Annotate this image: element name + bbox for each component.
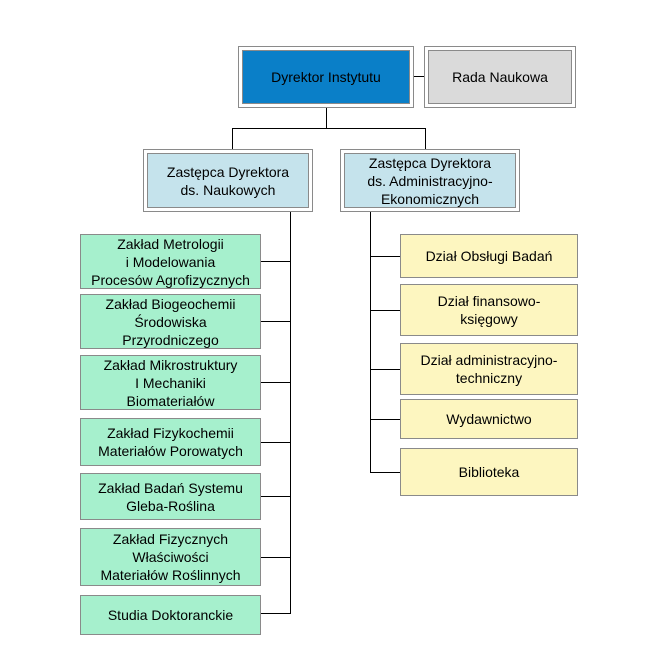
department-box: Studia Doktoranckie: [80, 595, 261, 635]
connector-unit-1: [370, 310, 400, 311]
admin-unit-box: Dział administracyjno- techniczny: [400, 343, 578, 395]
connector-science-trunk: [290, 208, 291, 613]
director-box: Dyrektor Instytutu: [242, 50, 410, 104]
connector-dept-3: [261, 442, 291, 443]
department-box: Zakład Metrologii i Modelowania Procesów…: [80, 234, 261, 289]
connector-unit-4: [370, 472, 400, 473]
connector-dept-4: [261, 496, 291, 497]
department-box: Zakład Mikrostruktury I Mechaniki Biomat…: [80, 355, 261, 410]
deputy-admin-box: Zastępca Dyrektora ds. Administracyjno- …: [344, 153, 516, 208]
deputy-science-box: Zastępca Dyrektora ds. Naukowych: [147, 153, 309, 208]
admin-unit-box: Biblioteka: [400, 448, 578, 496]
connector-unit-0: [370, 256, 400, 257]
admin-unit-box: Dział finansowo- księgowy: [400, 284, 578, 336]
connector-deputies-bar: [232, 128, 425, 129]
connector-to-deputy-admin: [425, 128, 426, 153]
connector-director-council: [410, 76, 428, 77]
department-box: Zakład Badań Systemu Gleba-Roślina: [80, 473, 261, 520]
council-box: Rada Naukowa: [428, 50, 572, 104]
connector-unit-2: [370, 369, 400, 370]
connector-to-deputy-science: [232, 128, 233, 153]
connector-admin-trunk: [370, 208, 371, 472]
department-box: Zakład Fizycznych Właściwości Materiałów…: [80, 528, 261, 586]
department-box: Zakład Biogeochemii Środowiska Przyrodni…: [80, 294, 261, 349]
admin-unit-box: Wydawnictwo: [400, 399, 578, 439]
connector-dept-1: [261, 321, 291, 322]
connector-unit-3: [370, 419, 400, 420]
department-box: Zakład Fizykochemii Materiałów Porowatyc…: [80, 418, 261, 466]
connector-dept-0: [261, 261, 291, 262]
connector-dept-5: [261, 557, 291, 558]
connector-dept-2: [261, 382, 291, 383]
connector-dept-6: [261, 613, 291, 614]
admin-unit-box: Dział Obsługi Badań: [400, 234, 578, 278]
connector-director-down: [326, 104, 327, 128]
